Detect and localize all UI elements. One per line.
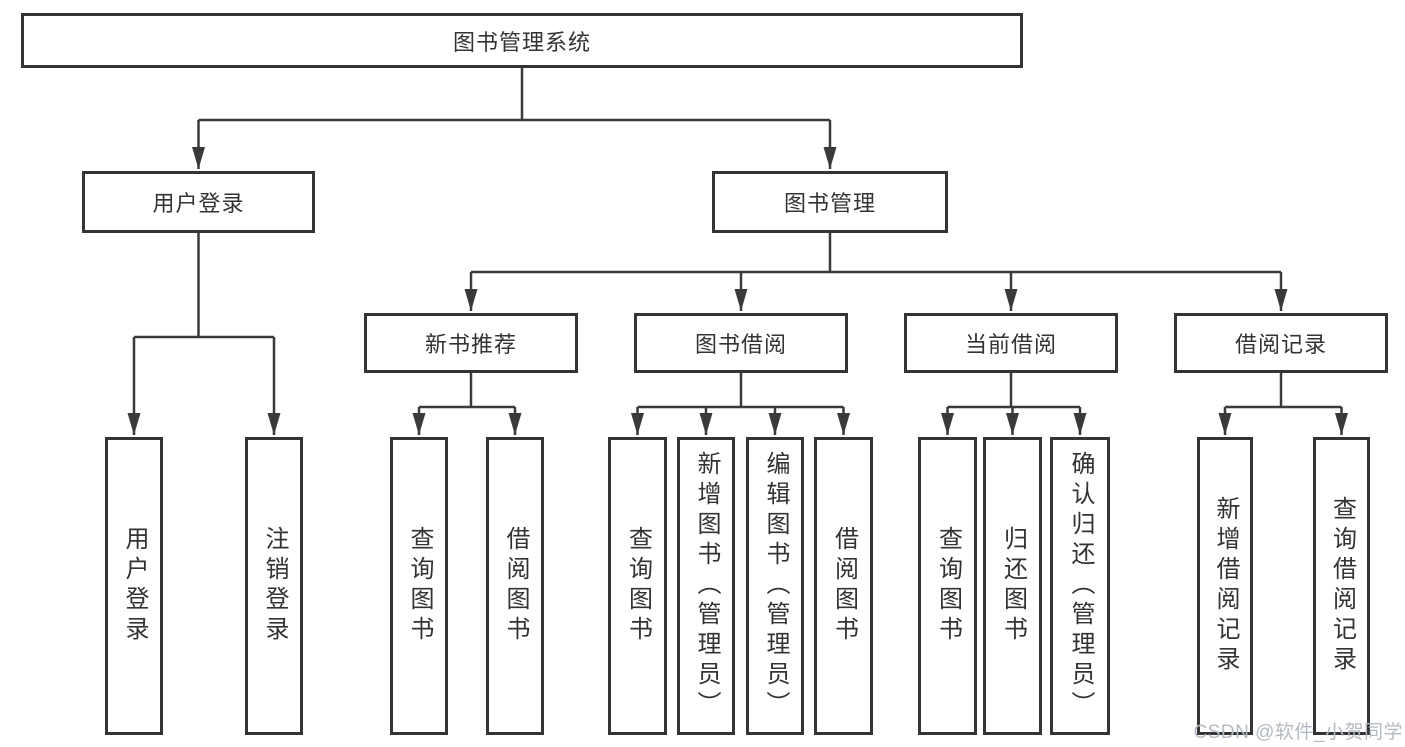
node-book-borrowing: 图书借阅 xyxy=(634,313,848,373)
node-borrowing-records: 借阅记录 xyxy=(1174,313,1388,373)
node-book-management: 图书管理 xyxy=(712,171,948,233)
leaf-query-books-2: 查询图书 xyxy=(608,437,667,735)
leaf-borrow-books-2: 借阅图书 xyxy=(814,437,873,735)
leaf-query-borrow-record: 查询借阅记录 xyxy=(1313,437,1370,735)
node-new-book-recommendation: 新书推荐 xyxy=(364,313,578,373)
leaf-logout: 注销登录 xyxy=(245,437,303,735)
node-current-borrowing: 当前借阅 xyxy=(904,313,1118,373)
leaf-confirm-return-admin: 确认归还（管理员） xyxy=(1050,437,1110,735)
leaf-add-borrow-record: 新增借阅记录 xyxy=(1197,437,1253,735)
leaf-query-books-3: 查询图书 xyxy=(918,437,977,735)
node-user-login: 用户登录 xyxy=(82,171,315,233)
leaf-edit-book-admin: 编辑图书（管理员） xyxy=(746,437,804,735)
leaf-return-books: 归还图书 xyxy=(983,437,1042,735)
node-library-management-system: 图书管理系统 xyxy=(21,13,1023,68)
leaf-add-book-admin: 新增图书（管理员） xyxy=(677,437,735,735)
csdn-watermark: CSDN @软件_小贺同学 xyxy=(1193,722,1403,743)
leaf-borrow-books-1: 借阅图书 xyxy=(486,437,544,735)
leaf-user-login: 用户登录 xyxy=(105,437,163,735)
leaf-query-books-1: 查询图书 xyxy=(390,437,448,735)
